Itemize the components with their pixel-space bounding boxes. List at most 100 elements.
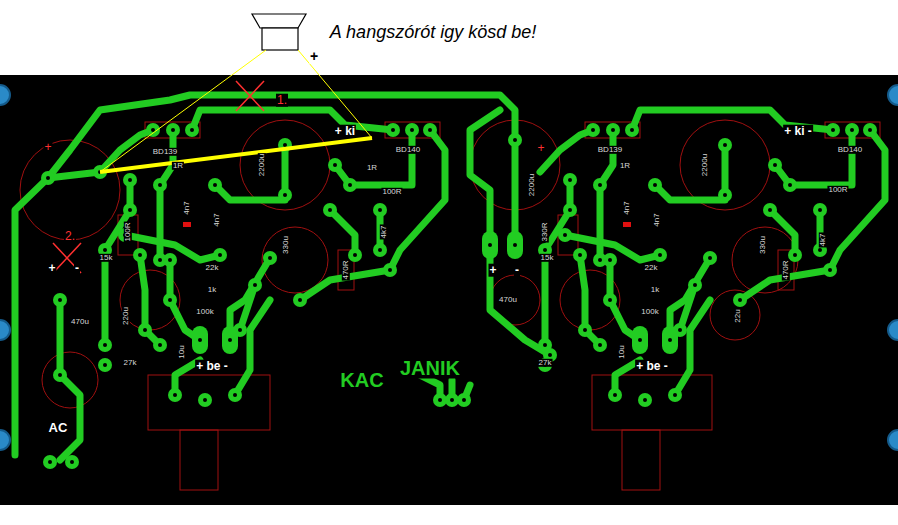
drill-hole (173, 393, 177, 397)
solder-pad (648, 178, 662, 192)
drill-hole (298, 298, 302, 302)
mounting-hole (0, 430, 10, 450)
speaker-body (262, 28, 298, 50)
oval-pad (482, 231, 498, 259)
solder-pad (185, 123, 199, 137)
drill-hole (168, 258, 172, 262)
drill-hole (653, 183, 657, 187)
part-value: 2200u (701, 153, 709, 177)
copper-trace (15, 178, 48, 455)
solder-pad (863, 123, 877, 137)
solder-pad (445, 393, 459, 407)
speaker-wires (100, 50, 372, 172)
logo-text: KAC (339, 370, 384, 391)
solder-pad (65, 455, 79, 469)
drill-hole (158, 183, 162, 187)
part-value: 4k7 (819, 233, 827, 248)
solder-pad (263, 251, 277, 265)
drill-hole (410, 128, 414, 132)
solder-pad (228, 388, 242, 402)
solder-pad (278, 188, 292, 202)
polarity-mark: + (47, 262, 56, 275)
resistor-mark (623, 222, 631, 227)
pcb-board (0, 75, 898, 505)
output-label: + ki - (783, 125, 813, 138)
copper-traces (15, 95, 885, 460)
drill-hole (58, 298, 62, 302)
drill-hole (203, 398, 207, 402)
wire (100, 138, 372, 172)
instruction-note: A hangszórót igy kösd be! (329, 23, 537, 42)
drill-hole (568, 208, 572, 212)
solder-pad (53, 368, 67, 382)
part-value: 470R (782, 259, 790, 280)
drill-hole (328, 208, 332, 212)
drill-hole (850, 128, 854, 132)
capacitor-outline (42, 352, 98, 408)
drill-hole (563, 233, 567, 237)
drill-hole (70, 460, 74, 464)
part-value: 4n7 (623, 200, 631, 215)
part-value: 15k (99, 254, 114, 262)
drill-hole (673, 393, 677, 397)
copper-trace (300, 130, 445, 300)
solder-pad (168, 388, 182, 402)
part-value: 100R (827, 186, 848, 194)
solder-pad (123, 173, 137, 187)
solder-pad (163, 293, 177, 307)
drill-hole (608, 258, 612, 262)
solder-pad (558, 228, 572, 242)
polarity-mark: + (488, 264, 497, 277)
solder-pad (733, 293, 747, 307)
polarity-mark: - (74, 262, 80, 275)
solder-pad (383, 263, 397, 277)
pads (41, 123, 877, 469)
resistor-mark (183, 222, 191, 227)
part-value: 100R (381, 188, 402, 196)
part-name: BD139 (152, 148, 178, 156)
drill-hole (723, 143, 727, 147)
drill-hole (283, 193, 287, 197)
silkscreen (20, 120, 880, 490)
polarity-mark: - (514, 264, 520, 277)
solder-pad (328, 158, 342, 172)
solder-pad (826, 123, 840, 137)
drill-hole (128, 178, 132, 182)
solder-pad (386, 123, 400, 137)
component-outline (180, 430, 218, 490)
drill-hole (238, 328, 242, 332)
drill-hole (158, 258, 162, 262)
input-label: + be - (635, 360, 669, 373)
drill-hole (233, 393, 237, 397)
drill-hole (268, 256, 272, 260)
solder-pad (405, 123, 419, 137)
part-value: 4n7 (213, 212, 221, 227)
solder-pad (98, 338, 112, 352)
drill-hole (818, 248, 822, 252)
solder-pad (208, 178, 222, 192)
component-outline (385, 122, 440, 138)
part-value: 220u (122, 306, 130, 326)
part-value: 1R (366, 164, 378, 172)
solder-pad (166, 123, 180, 137)
drill-hole (788, 183, 792, 187)
copper-trace (655, 145, 725, 200)
solder-pad (508, 133, 522, 147)
logo-text: JANIK (399, 358, 461, 379)
drill-hole (103, 363, 107, 367)
drill-hole (513, 243, 517, 247)
drill-hole (543, 343, 547, 347)
drill-hole (103, 248, 107, 252)
drill-hole (548, 353, 552, 357)
mounting-hole (888, 430, 898, 450)
drill-hole (48, 460, 52, 464)
solder-pad (457, 393, 471, 407)
drill-hole (608, 298, 612, 302)
part-value: 330R (541, 221, 549, 242)
drill-hole (768, 208, 772, 212)
solder-pad (423, 123, 437, 137)
solder-pad (653, 248, 667, 262)
mounting-holes (0, 85, 898, 450)
drill-hole (868, 128, 872, 132)
